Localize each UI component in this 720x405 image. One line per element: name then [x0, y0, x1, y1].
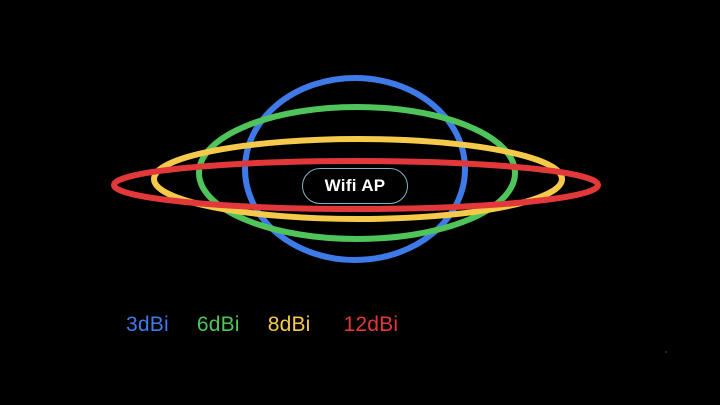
legend-12dbi: 12dBi — [343, 313, 399, 336]
pattern-8dbi — [151, 136, 565, 222]
legend-6dbi: 6dBi — [196, 313, 240, 336]
wifi-ap-label: Wifi AP — [302, 168, 408, 204]
legend-3dbi: 3dBi — [126, 313, 169, 336]
legend-8dbi: 8dBi — [267, 313, 311, 336]
pattern-6dbi — [196, 104, 518, 242]
pattern-12dbi — [111, 158, 601, 212]
gain-legend: 3dBi 6dBi 8dBi 12dBi — [126, 313, 398, 337]
pattern-3dbi — [242, 75, 468, 263]
corner-dot — [665, 351, 667, 353]
